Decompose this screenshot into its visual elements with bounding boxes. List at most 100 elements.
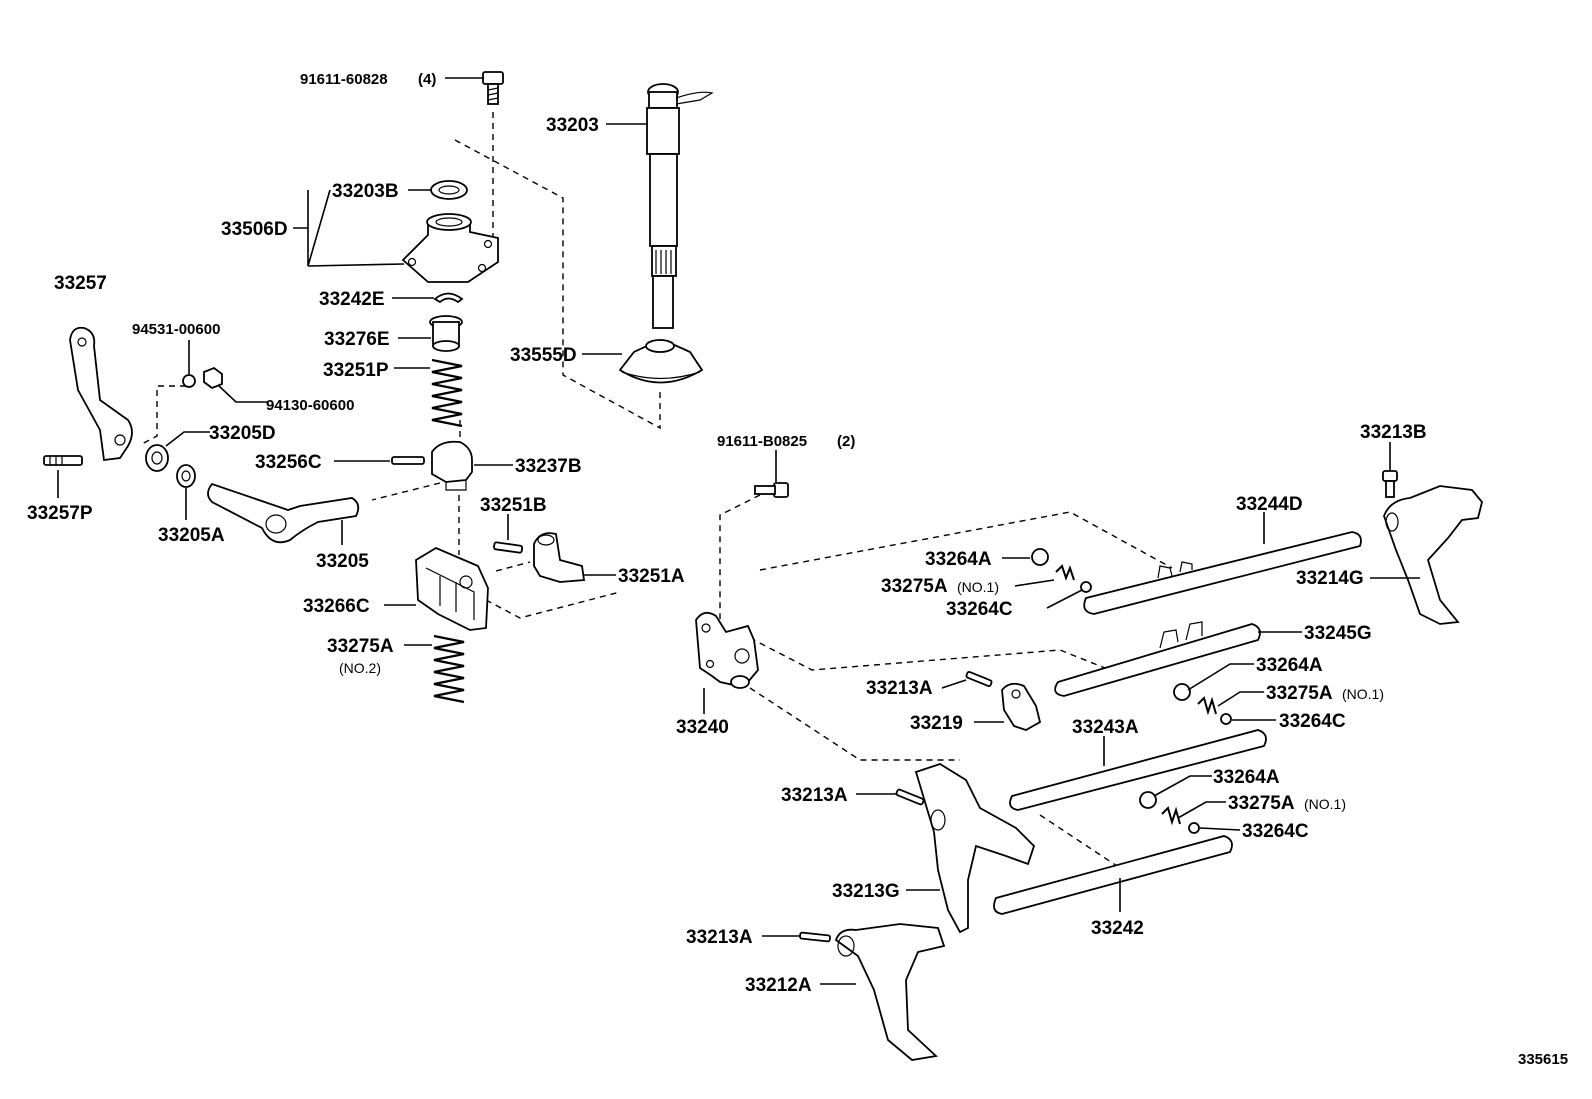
label-33205: 33205 [316,551,369,572]
label-33276E: 33276E [324,329,390,350]
label-33243A: 33243A [1072,717,1139,738]
label-33266C: 33266C [303,596,370,617]
pin-33256C [391,456,425,465]
label-no1-2: (NO.1) [1342,686,1384,702]
bracket-33240 [695,611,759,689]
label-33213A-3: 33213A [686,927,753,948]
label-94531-00600: 94531-00600 [132,321,220,338]
label-33251B: 33251B [480,495,547,516]
label-33251A: 33251A [618,566,685,587]
bolt-91611-B0825 [754,482,789,498]
washer-33205D [145,444,169,472]
housing-33506D [401,213,499,283]
label-33264A-1: 33264A [925,549,992,570]
label-33237B: 33237B [515,456,582,477]
shift-shaft-33203 [646,83,714,329]
lever-33257 [69,326,133,462]
label-33242E: 33242E [319,289,385,310]
stud-33257P [43,455,83,466]
label-33203: 33203 [546,115,599,136]
label-33257: 33257 [54,273,107,294]
label-no2: (NO.2) [339,660,381,676]
cap-33264A-3 [1139,791,1157,809]
label-33212A: 33212A [745,975,812,996]
leader-lines [57,77,1420,985]
label-no1-3: (NO.1) [1304,796,1346,812]
label-33257P: 33257P [27,503,93,524]
washer-94531-00600 [182,374,196,388]
pin-33251B [493,541,524,554]
spring-33275A-3 [1161,806,1181,826]
label-94130-60600: 94130-60600 [266,397,354,414]
seal-33203B [430,180,468,200]
fork-33213G [914,763,1036,934]
label-91611-B0825: 91611-B0825 [717,433,807,450]
rod-33245G [1054,621,1261,697]
label-33242: 33242 [1091,918,1144,939]
cap-33264A-2 [1173,683,1191,701]
ball-33264C-2 [1220,713,1232,725]
pin-33213A-1 [965,671,993,687]
bushing-33276E [429,315,463,352]
rod-33244D [1083,531,1362,615]
label-33264A-2: 33264A [1256,655,1323,676]
label-33275A-3: 33275A [1228,793,1295,814]
label-33205D: 33205D [209,423,276,444]
label-qty-4: (4) [418,71,436,88]
label-33203B: 33203B [332,181,399,202]
ball-33264C-1 [1080,581,1092,593]
label-33256C: 33256C [255,452,322,473]
label-33264C-1: 33264C [946,599,1013,620]
head-33219 [1001,682,1042,731]
label-33240: 33240 [676,717,729,738]
label-91611-60828: 91611-60828 [300,71,388,88]
bracket-33266C [415,546,489,631]
label-33245G: 33245G [1304,623,1372,644]
label-33213A-2: 33213A [781,785,848,806]
label-33264C-2: 33264C [1279,711,1346,732]
lever-33251A [533,532,586,583]
label-33275A-2: 33275A [1266,683,1333,704]
label-33506D: 33506D [221,219,288,240]
boot-33555D [618,339,704,384]
rod-33243A [1009,729,1267,811]
pin-33213A-3 [799,931,831,943]
pin-33213A-2 [895,788,925,806]
diagram-id: 335615 [1518,1051,1568,1068]
label-33251P: 33251P [323,360,389,381]
rod-33242 [993,835,1233,915]
label-no1-1: (NO.1) [957,579,999,595]
snap-ring-33242E [433,292,464,304]
part-labels: 91611-60828 (4) 33203 33203B 33506D 3325… [27,71,1568,1068]
bolt-91611-60828 [482,71,504,105]
lever-33205 [207,482,360,544]
label-33244D: 33244D [1236,494,1303,515]
label-33275A-no2: 33275A [327,636,394,657]
cap-33264A-1 [1031,548,1049,566]
parts [43,71,1483,1061]
ball-33264C-3 [1188,822,1200,834]
label-qty-2: (2) [837,433,855,450]
label-33264C-3: 33264C [1242,821,1309,842]
spring-33275A-1 [1055,564,1075,581]
fork-33212A [834,923,946,1061]
fork-33214G [1383,485,1483,625]
label-33264A-3: 33264A [1213,767,1280,788]
spring-33275A-2 [1197,696,1217,716]
label-33214G: 33214G [1296,568,1364,589]
label-33205A: 33205A [158,525,225,546]
label-33213G: 33213G [832,881,900,902]
label-33213A-1: 33213A [866,678,933,699]
spring-33251P [431,358,463,428]
label-33275A-1: 33275A [881,576,948,597]
label-33213B: 33213B [1360,422,1427,443]
lever-33237B [431,440,473,491]
label-33555D: 33555D [510,345,577,366]
bolt-33213B [1382,470,1398,498]
label-33219: 33219 [910,713,963,734]
bushing-33205A [176,464,196,488]
spring-33275A-no2 [433,634,465,704]
nut-94130-60600 [203,366,223,390]
